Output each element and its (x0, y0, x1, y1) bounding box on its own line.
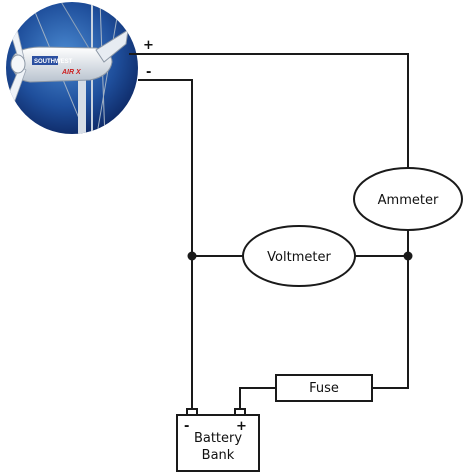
battery-label-line2: Bank (202, 448, 235, 463)
right-wire (372, 230, 409, 389)
battery-bank: - + Battery Bank (176, 408, 260, 472)
fuse-battery-wire (239, 387, 276, 414)
turbine-positive-label: + (143, 38, 154, 53)
voltmeter-label: Voltmeter (267, 250, 331, 265)
fuse-label: Fuse (309, 381, 339, 396)
positive-wire (129, 53, 409, 168)
turbine-model-text: AIR X (61, 69, 82, 76)
battery-negative-label: - (184, 419, 189, 434)
turbine-negative-label: - (146, 65, 151, 80)
wires (129, 53, 409, 414)
junction-node-right (403, 251, 413, 261)
fuse: Fuse (275, 374, 373, 402)
ammeter-label: Ammeter (378, 193, 439, 208)
battery-positive-label: + (236, 419, 247, 434)
voltmeter: Voltmeter (242, 225, 356, 287)
junction-node-left (187, 251, 197, 261)
ammeter: Ammeter (353, 167, 463, 231)
battery-label-line1: Battery (194, 431, 242, 446)
negative-wire (138, 79, 193, 414)
wind-turbine-image: SOUTHWEST AIR X (6, 2, 138, 134)
turbine-badge-text: SOUTHWEST (34, 59, 73, 65)
